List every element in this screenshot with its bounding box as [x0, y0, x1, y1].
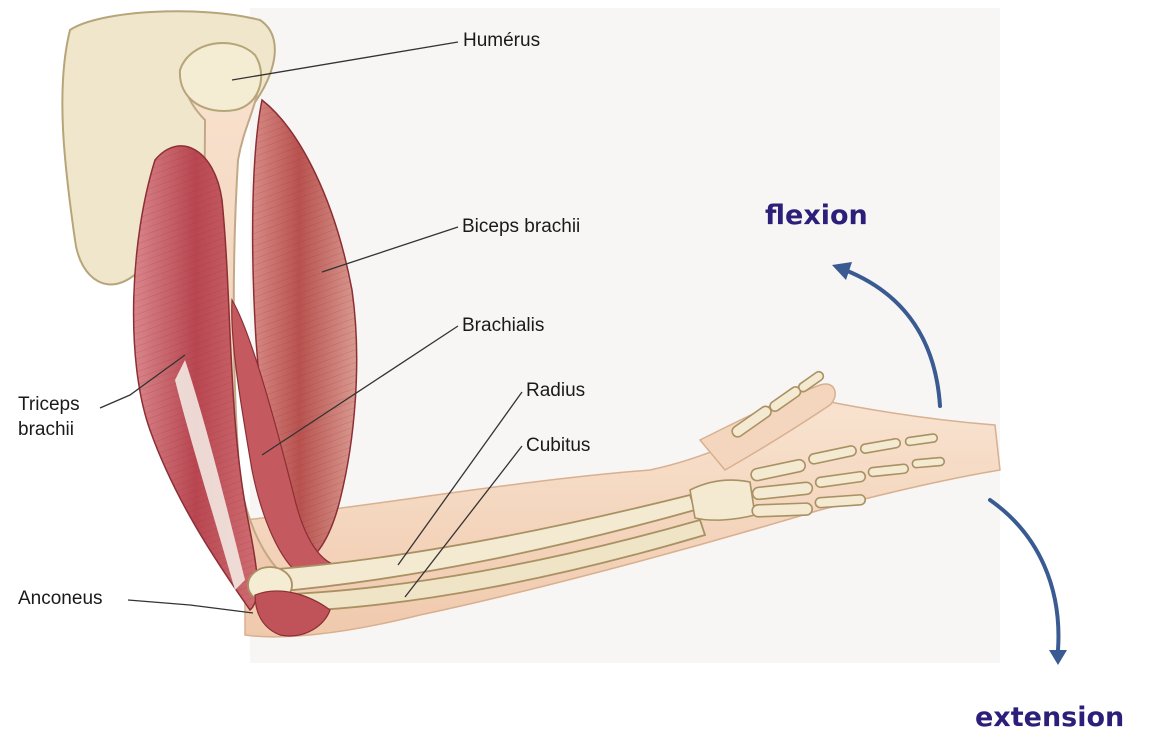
label-triceps-line1: Triceps: [18, 392, 128, 417]
label-cubitus: Cubitus: [526, 435, 590, 457]
label-biceps-brachii: Biceps brachii: [462, 216, 580, 238]
label-triceps-brachii: Triceps brachii: [18, 392, 128, 442]
label-extension: extension: [975, 702, 1124, 733]
label-radius: Radius: [526, 380, 585, 402]
label-anconeus: Anconeus: [18, 588, 103, 610]
label-humerus: Humérus: [463, 30, 540, 52]
label-triceps-line2: brachii: [18, 417, 128, 442]
label-brachialis: Brachialis: [462, 315, 544, 337]
extension-arrow: [990, 500, 1067, 665]
label-flexion: flexion: [765, 200, 868, 231]
